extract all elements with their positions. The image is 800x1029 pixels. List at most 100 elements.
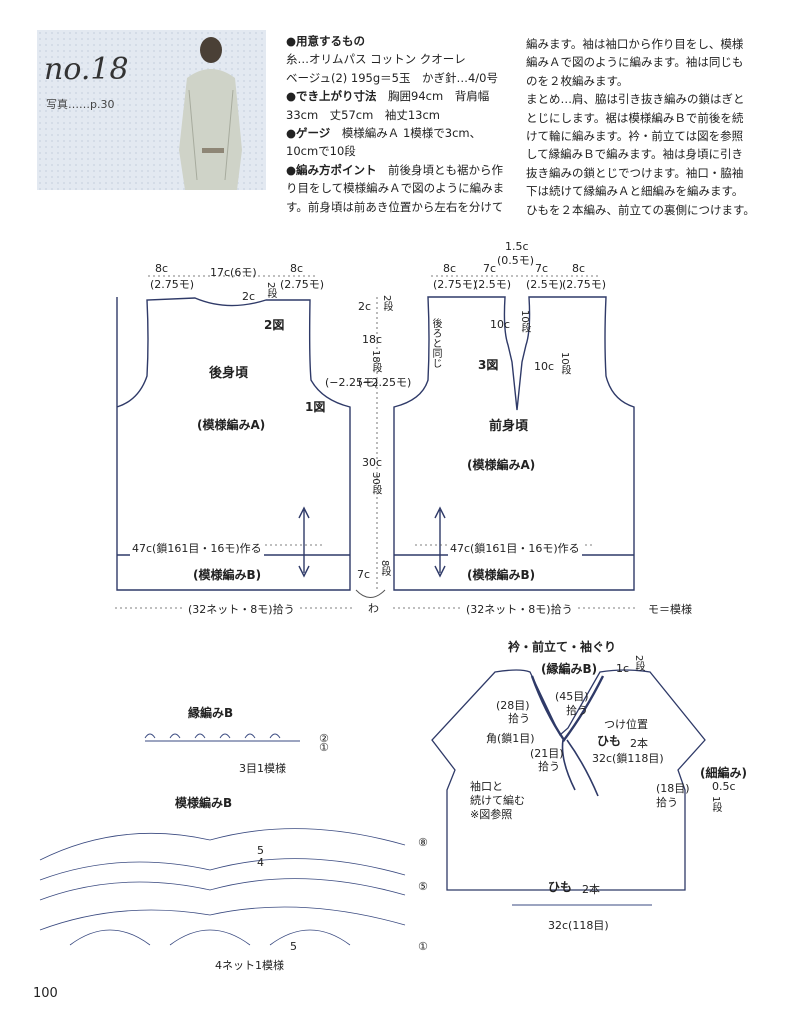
points-line-2: り目をして模様編みＡで図のように編みま [286,181,505,196]
back-figure-1-label: 1図 [305,400,326,414]
collar-title: 衿・前立て・袖ぐり [508,640,617,654]
pattern-b-count-mid: 4 [257,856,264,869]
back-body-title: 後身頃 [209,366,249,381]
front-figure-3-label: 3図 [478,358,499,372]
col2-line-4: まとめ…肩、脇は引き抜き編みの鎖はぎと [526,92,745,107]
legend-mo-pattern: モ＝模様 [648,603,692,616]
front-pattern-label: (模様編みA) [467,458,536,472]
front-slit-stitch: (0.5モ) [497,254,535,267]
front-width-3: 7c [535,262,549,275]
edge-b-chart-title: 縁編みB [188,706,234,720]
collar-28-pickup: 拾う [508,712,530,725]
front-width-4: 8c [572,262,586,275]
pattern-b-chart-title: 模様編みB [175,796,233,810]
points-line-3: す。前身頃は前あき位置から左右を分けて [286,199,504,214]
back-figure-2-label: 2図 [264,318,285,332]
materials-heading: ●用意するもの [286,34,366,48]
size-value: 胸囲94cm 背肩幅 [388,89,490,104]
collar-tie-count: 2本 [630,737,648,750]
cuff-note-3: ※図参照 [470,808,513,821]
model-photo [37,30,266,190]
col2-line-10: ひもを２本編み、前立ての裏側につけます。 [526,202,755,217]
size-heading: ●でき上がり寸法 [286,89,377,104]
collar-tie-length: 32c(鎖118目) [592,752,664,765]
collar-21-pickup: 拾う [538,760,560,773]
pattern-b-count-bottom: 5 [290,940,297,953]
front-width-3-stitch: (2.5モ) [526,278,564,291]
pattern-b-chart-glyphs [39,828,406,946]
collar-edge-b: (縁編みB) [541,662,598,676]
front-neck-depth: 10c [490,318,511,331]
collar-corner-chain: 角(鎖1目) [486,732,535,745]
collar-measure-1c-rows: 2段 [633,655,644,672]
collar-measure-1c: 1c [616,662,630,675]
issue-number: no.18 [44,52,129,87]
instructions-column-2: 編みます。袖は袖口から作り目をし、模様 編みＡで図のように編みます。袖は同じも … [526,35,759,219]
page-number: 100 [33,986,58,1001]
front-slit-width: 1.5c [505,240,529,253]
col2-line-6: けて輪に編みます。衿・前立ては図を参照 [526,129,744,144]
yarn-detail: ベージュ(2) 195g＝5玉 かぎ針…4/0号 [286,70,498,85]
front-neck-rows: 10段 [519,310,530,333]
front-pickup-label: (32ネット・8モ)拾う [463,601,576,617]
col2-line-5: とじにします。裾は模様編みＢで前後を続 [526,110,744,125]
back-armhole-decrease-right: (−2.25モ) [358,376,412,389]
points-heading: ●編み方ポイント [286,162,377,177]
collar-sc-rows: 1段 [710,796,721,813]
edge-b-row-2: ② [319,732,329,745]
back-neck-depth: 2c [242,290,256,303]
back-width-right-stitch: (2.75モ) [280,278,325,291]
hem-join-arc [355,589,386,598]
front-band-label: (模様編みB) [467,568,536,582]
col2-line-7: して縁編みＢで編みます。袖は身頃に引き [526,147,744,162]
pattern-b-row-8: ⑧ [418,836,428,849]
center-measure-30c-rows: 30段 [370,472,381,495]
collar-tie-label: ひも [597,734,622,748]
front-width-2: 7c [483,262,497,275]
instructions-column-1: ●用意するもの 糸…オリムパス コットン クオーレ ベージュ(2) 195g＝5… [286,32,511,216]
back-pickup-label: (32ネット・8モ)拾う [185,601,298,617]
front-hem-cast-on: 47c(鎖161目・16モ)作る [448,540,582,556]
collar-45-stitches: (45目) [555,690,589,703]
center-wa-label: わ [368,602,379,615]
collar-single-crochet: (細編み) [700,766,747,780]
cuff-note-2: 続けて編む [470,794,525,807]
center-measure-18c: 18c [362,333,383,346]
front-width-2-stitch: (2.5モ) [474,278,512,291]
gauge-heading: ●ゲージ [286,126,331,141]
model-photo-art [37,30,266,190]
back-width-left: 8c [155,262,169,275]
back-width-middle: 17c(6モ) [210,266,257,279]
pattern-b-repeat: 4ネット1模様 [215,959,284,972]
front-body-title: 前身頃 [489,419,529,434]
back-neck-rows: 2段 [265,282,276,299]
cuff-note-1: 袖口と [470,780,503,793]
gauge-value-2: 10cmで10段 [286,144,356,159]
same-as-back-note: 後ろと同じ [430,318,441,368]
collar-28-stitches: (28目) [496,699,530,712]
center-measure-7c-rows: 8段 [379,560,390,577]
front-width-1-stitch: (2.75モ) [433,278,478,291]
front-width-1: 8c [443,262,457,275]
back-width-left-stitch: (2.75モ) [150,278,195,291]
pattern-b-count-top: 5 [257,844,264,857]
tie-chart-title: ひも [548,880,573,894]
points-value: 前後身頃とも裾から作 [388,162,504,177]
center-measure-2c: 2c [358,300,372,313]
center-measure-18c-rows: 18段 [370,350,381,373]
direction-arrows [298,506,446,578]
edge-b-repeat: 3目1模様 [239,762,286,775]
back-pattern-label: (模様編みA) [197,418,266,432]
size-value-2: 33cm 丈57cm 袖丈13cm [286,107,440,122]
edge-b-row-1: ① [319,741,329,754]
back-width-right: 8c [290,262,304,275]
gauge-value: 模様編みＡ 1模様で3cm、 [341,126,482,141]
tie-chart-count: 2本 [582,883,600,896]
back-band-label: (模様編みB) [193,568,262,582]
collar-18-stitches: (18目) [656,782,690,795]
col2-line-9: 下は続けて縁編みＡと細編みを編みます。 [526,184,744,199]
collar-schematic [431,669,706,891]
collar-45-pickup: 拾う [566,704,588,717]
dimension-lines [115,275,636,609]
